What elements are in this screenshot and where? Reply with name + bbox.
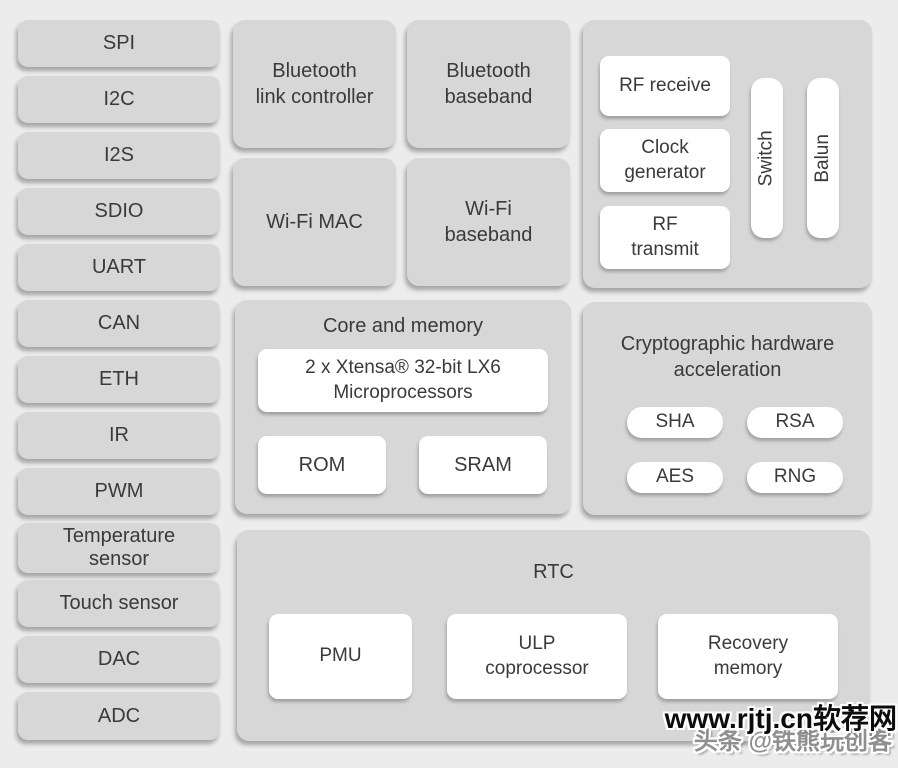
block-label: PWM bbox=[94, 480, 144, 502]
block-bluetooth-link-controller: Bluetooth link controller bbox=[233, 20, 396, 148]
card-pmu: PMU bbox=[269, 614, 412, 699]
block-label: ETH bbox=[99, 368, 139, 390]
card-sram: SRAM bbox=[419, 436, 547, 494]
panel-rtc: RTC PMU ULP coprocessor Recovery memory bbox=[237, 530, 870, 741]
block-label: DAC bbox=[97, 648, 141, 670]
block-label: UART bbox=[91, 256, 147, 278]
card-rom: ROM bbox=[258, 436, 386, 494]
block-sdio: SDIO bbox=[18, 188, 220, 235]
card-label: ROM bbox=[298, 454, 346, 476]
watermark-author: 头条 @铁熊玩创客 bbox=[693, 728, 892, 755]
block-dac: DAC bbox=[18, 636, 220, 683]
block-label: I2S bbox=[103, 144, 135, 166]
block-spi: SPI bbox=[18, 20, 220, 67]
block-pwm: PWM bbox=[18, 468, 220, 515]
panel-title: Core and memory bbox=[322, 315, 484, 337]
card-cpu: 2 x Xtensa® 32-bit LX6 Microprocessors bbox=[258, 349, 548, 412]
card-label: Clock generator bbox=[624, 136, 706, 183]
block-label: Temperature sensor bbox=[62, 525, 176, 570]
block-label: ADC bbox=[97, 704, 141, 727]
block-wifi-mac: Wi-Fi MAC bbox=[233, 158, 396, 286]
panel-title: Cryptographic hardware acceleration bbox=[620, 333, 835, 381]
block-ir: IR bbox=[18, 412, 220, 459]
card-recovery-memory: Recovery memory bbox=[658, 614, 838, 699]
card-label: ULP coprocessor bbox=[485, 632, 589, 679]
block-temperature-sensor: Temperature sensor bbox=[18, 523, 220, 573]
block-wifi-baseband: Wi-Fi baseband bbox=[407, 158, 570, 286]
card-clock-generator: Clock generator bbox=[600, 129, 730, 192]
card-rsa: RSA bbox=[747, 407, 843, 438]
card-ulp-coprocessor: ULP coprocessor bbox=[447, 614, 627, 699]
card-rf-receive: RF receive bbox=[600, 56, 730, 116]
block-label: I2C bbox=[103, 88, 135, 110]
block-label: CAN bbox=[97, 312, 141, 334]
block-can: CAN bbox=[18, 300, 220, 347]
block-label: IR bbox=[109, 424, 129, 446]
card-label: Recovery memory bbox=[707, 632, 789, 679]
card-sha: SHA bbox=[627, 407, 723, 438]
panel-title: RTC bbox=[533, 561, 574, 583]
block-label: Wi-Fi MAC bbox=[266, 210, 363, 233]
card-label: RF transmit bbox=[631, 213, 699, 260]
block-uart: UART bbox=[18, 244, 220, 291]
card-label: SHA bbox=[655, 411, 695, 433]
card-label: SRAM bbox=[454, 454, 512, 476]
block-label: SPI bbox=[102, 32, 136, 54]
block-adc: ADC bbox=[18, 692, 220, 740]
card-switch: Switch bbox=[751, 78, 783, 238]
card-rf-transmit: RF transmit bbox=[600, 206, 730, 269]
block-label: Bluetooth baseband bbox=[444, 59, 533, 108]
block-touch-sensor: Touch sensor bbox=[18, 580, 220, 627]
panel-core-memory: Core and memory 2 x Xtensa® 32-bit LX6 M… bbox=[235, 300, 571, 514]
block-label: Bluetooth link controller bbox=[255, 59, 374, 108]
watermark-site: www.rjtj.cn软荐网 bbox=[664, 703, 897, 734]
card-aes: AES bbox=[627, 462, 723, 493]
panel-crypto: Cryptographic hardware acceleration SHA … bbox=[583, 302, 872, 515]
card-label: Balun bbox=[811, 133, 833, 183]
card-label: 2 x Xtensa® 32-bit LX6 Microprocessors bbox=[305, 356, 501, 403]
block-eth: ETH bbox=[18, 356, 220, 403]
block-label: Wi-Fi baseband bbox=[444, 197, 533, 246]
block-bluetooth-baseband: Bluetooth baseband bbox=[407, 20, 570, 148]
card-label: PMU bbox=[319, 645, 362, 667]
block-i2c: I2C bbox=[18, 76, 220, 123]
card-label: RNG bbox=[773, 466, 817, 488]
card-rng: RNG bbox=[747, 462, 843, 493]
card-label: Switch bbox=[755, 130, 777, 186]
block-i2s: I2S bbox=[18, 132, 220, 179]
card-label: RF receive bbox=[619, 74, 711, 96]
block-label: Touch sensor bbox=[59, 592, 179, 614]
card-label: RSA bbox=[775, 411, 815, 433]
card-balun: Balun bbox=[807, 78, 839, 238]
block-label: SDIO bbox=[94, 200, 144, 222]
panel-rf: RF receive Clock generator RF transmit S… bbox=[583, 20, 872, 288]
card-label: AES bbox=[655, 466, 695, 488]
